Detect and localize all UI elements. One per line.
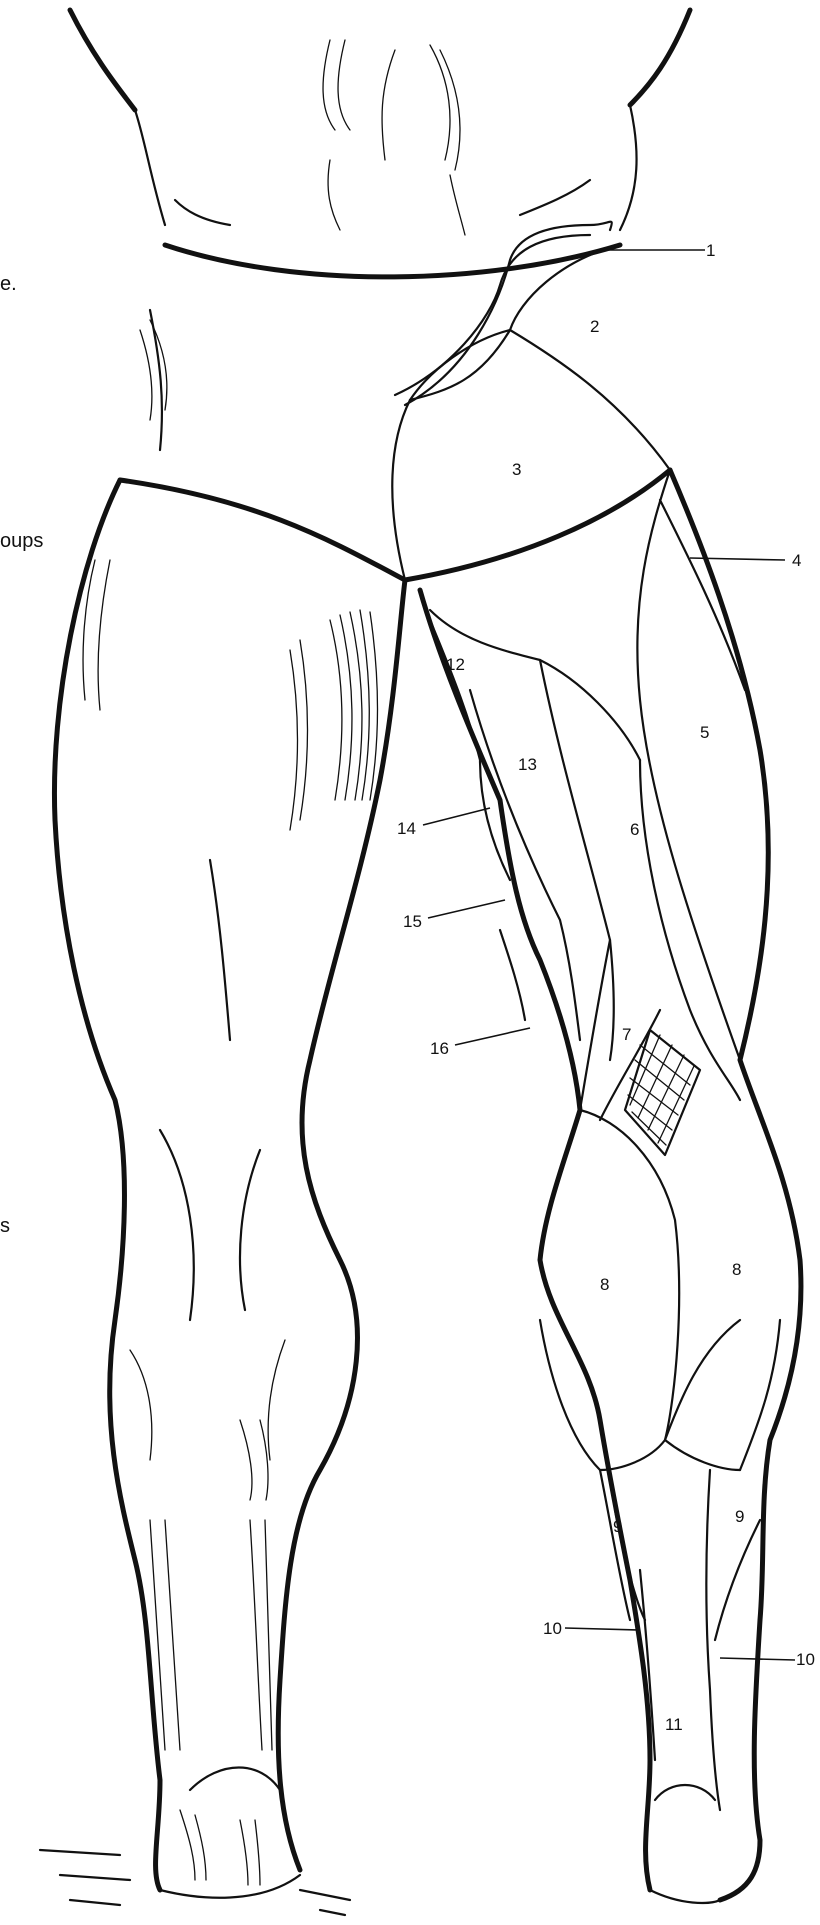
label-8a: 8 (600, 1275, 609, 1294)
label-1: 1 (706, 241, 715, 260)
leader-10b (720, 1658, 795, 1660)
margin-text-1: e. (0, 273, 17, 295)
label-6: 6 (630, 820, 639, 839)
trunks (120, 245, 670, 580)
label-7: 7 (622, 1025, 631, 1044)
left-leg (40, 480, 405, 1915)
label-10a: 10 (543, 1619, 562, 1638)
label-4: 4 (792, 551, 801, 570)
margin-text-3: s (0, 1215, 10, 1237)
popliteal-hatch (625, 1030, 700, 1155)
right-leg (420, 470, 801, 1903)
label-9b: 9 (735, 1507, 744, 1526)
label-3: 3 (512, 460, 521, 479)
label-16: 16 (430, 1039, 449, 1058)
leader-14 (423, 808, 490, 825)
label-12: 12 (446, 655, 465, 674)
label-9a: 9 (613, 1517, 622, 1536)
label-2: 2 (590, 317, 599, 336)
label-14: 14 (397, 819, 416, 838)
label-8b: 8 (732, 1260, 741, 1279)
label-13: 13 (518, 755, 537, 774)
leader-10a (565, 1628, 640, 1630)
leader-16 (455, 1028, 530, 1045)
label-5: 5 (700, 723, 709, 742)
label-15: 15 (403, 912, 422, 931)
margin-text: e. oups s (0, 273, 43, 1237)
leader-15 (428, 900, 505, 918)
label-11: 11 (665, 1715, 683, 1734)
number-labels: 1 2 3 4 5 6 7 8 8 9 9 10 10 11 12 13 14 … (397, 241, 815, 1734)
torso (70, 10, 690, 235)
leader-lines (423, 250, 795, 1660)
margin-text-2: oups (0, 530, 43, 552)
label-10b: 10 (796, 1650, 815, 1669)
